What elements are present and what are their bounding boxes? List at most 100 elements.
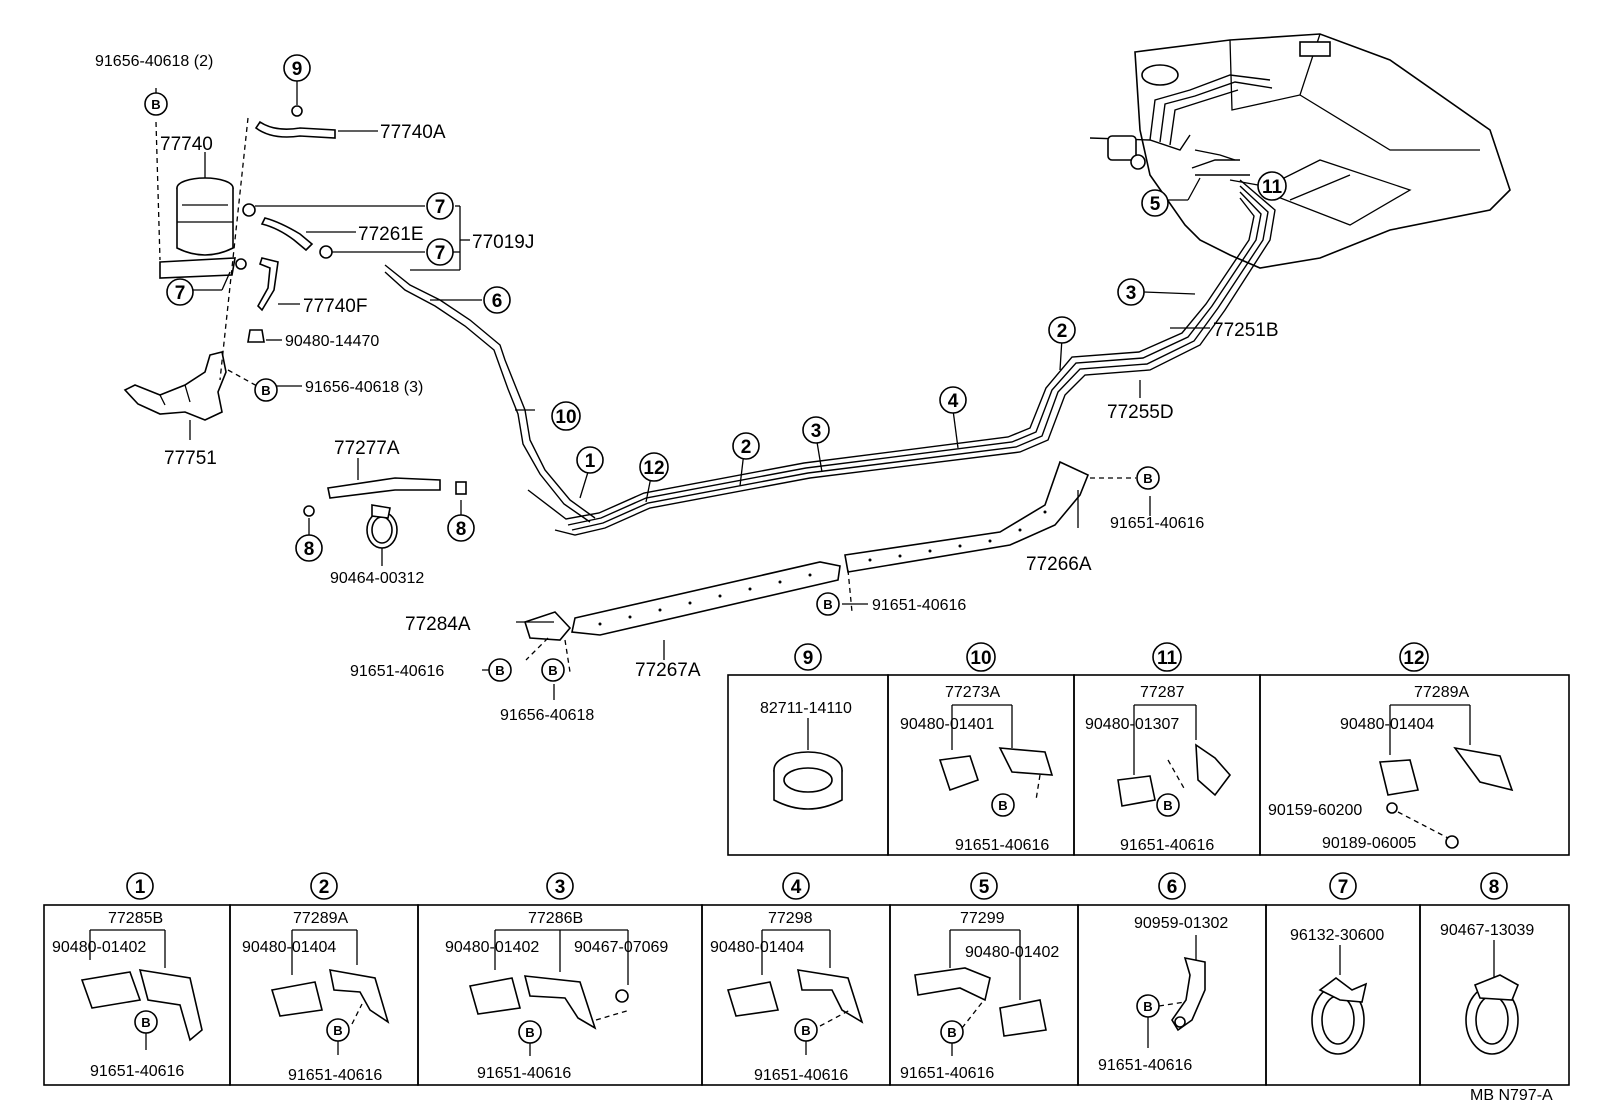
marker-b: B [1163, 798, 1172, 813]
box-12-label: 90189-06005 [1322, 835, 1416, 852]
box-11-title: 77287 [1140, 684, 1185, 701]
box-12-number: 12 [1403, 648, 1424, 669]
label-77261E: 77261E [358, 224, 424, 245]
label-77266A: 77266A [1026, 554, 1092, 575]
marker-7: 7 [435, 243, 446, 264]
box-12-label: 90480-01404 [1340, 716, 1434, 733]
box-3-title: 77286B [528, 910, 583, 927]
label-77740: 77740 [160, 134, 213, 155]
box-4-title: 77298 [768, 910, 813, 927]
marker-4: 4 [948, 391, 959, 412]
label-91656-40618: 91656-40618 [500, 707, 594, 724]
protector-rails [524, 460, 1090, 641]
callouts: B 9 7 7 7 6 B 10 1 12 2 3 4 2 3 5 11 B [144, 54, 1287, 682]
label-77019J: 77019J [472, 232, 534, 253]
box-6-label: 91651-40616 [1098, 1057, 1192, 1074]
label-77740F: 77740F [303, 296, 367, 317]
leader-lines [155, 80, 1259, 700]
box-12-title: 77289A [1414, 684, 1469, 701]
marker-1: 1 [585, 451, 596, 472]
label-77284A: 77284A [405, 614, 471, 635]
box-12-label: 90159-60200 [1268, 802, 1362, 819]
marker-b: B [548, 663, 557, 678]
marker-b: B [525, 1025, 534, 1040]
box-10-number: 10 [970, 648, 991, 669]
marker-5: 5 [1150, 194, 1161, 215]
label-77740A: 77740A [380, 122, 446, 143]
label-91651-40616: 91651-40616 [1110, 515, 1204, 532]
box-4-label: 91651-40616 [754, 1067, 848, 1084]
box-11-label: 91651-40616 [1120, 837, 1214, 854]
marker-6: 6 [492, 291, 503, 312]
box-11-number: 11 [1157, 648, 1178, 669]
marker-b: B [801, 1023, 810, 1038]
box-10-title: 77273A [945, 684, 1000, 701]
box-7-number: 7 [1338, 877, 1349, 898]
marker-12: 12 [643, 458, 664, 479]
box-3-label: 91651-40616 [477, 1065, 571, 1082]
breather-hose [303, 477, 467, 549]
figure-code: MB N797-A [1470, 1087, 1553, 1104]
box-10-label: 90480-01401 [900, 716, 994, 733]
box-6-label: 90959-01302 [1134, 915, 1228, 932]
box-1-label: 90480-01402 [52, 939, 146, 956]
box-6-number: 6 [1167, 877, 1178, 898]
label-91656-40618-3: 91656-40618 (3) [305, 379, 423, 396]
marker-11: 11 [1262, 177, 1283, 198]
box-11-label: 90480-01307 [1085, 716, 1179, 733]
box-8-number: 8 [1489, 877, 1500, 898]
box-4-number: 4 [791, 877, 802, 898]
box-10-label: 91651-40616 [955, 837, 1049, 854]
box-2-label: 91651-40616 [288, 1067, 382, 1084]
label-77267A: 77267A [635, 660, 701, 681]
label-77255D: 77255D [1107, 402, 1174, 423]
box-5-label: 90480-01402 [965, 944, 1059, 961]
detail-boxes-top: 9 82711-14110 10 77273A 90480-01401 B 91… [727, 642, 1570, 856]
box-2-label: 90480-01404 [242, 939, 336, 956]
fuel-tank [1089, 33, 1511, 269]
box-8-label: 90467-13039 [1440, 922, 1534, 939]
marker-7: 7 [435, 197, 446, 218]
label-91651-40616: 91651-40616 [350, 663, 444, 680]
marker-b: B [947, 1025, 956, 1040]
marker-b: B [1143, 471, 1152, 486]
filler-assembly [123, 105, 336, 421]
marker-8: 8 [304, 539, 315, 560]
label-77751: 77751 [164, 448, 217, 469]
marker-b: B [333, 1023, 342, 1038]
marker-b: B [141, 1015, 150, 1030]
box-1-label: 91651-40616 [90, 1063, 184, 1080]
marker-b: B [998, 798, 1007, 813]
label-77251B: 77251B [1213, 320, 1279, 341]
box-3-number: 3 [555, 877, 566, 898]
box-5-title: 77299 [960, 910, 1005, 927]
marker-2: 2 [741, 437, 752, 458]
marker-2: 2 [1057, 321, 1068, 342]
box-5-number: 5 [979, 877, 990, 898]
label-90464-00312: 90464-00312 [330, 570, 424, 587]
box-2-title: 77289A [293, 910, 348, 927]
label-90480-14470: 90480-14470 [285, 333, 379, 350]
box-2-number: 2 [319, 877, 330, 898]
rail-holes [598, 510, 1047, 626]
marker-10: 10 [555, 407, 576, 428]
box-5-label: 91651-40616 [900, 1065, 994, 1082]
box-1-title: 77285B [108, 910, 163, 927]
box-1-number: 1 [135, 877, 146, 898]
label-77277A: 77277A [334, 438, 400, 459]
label-91651-40616: 91651-40616 [872, 597, 966, 614]
box-7-label: 96132-30600 [1290, 927, 1384, 944]
marker-b: B [823, 597, 832, 612]
marker-8: 8 [456, 519, 467, 540]
box-9-label: 82711-14110 [760, 700, 852, 717]
part-labels: 91656-40618 (2) 77740 77740A 77261E 7701… [95, 53, 1553, 1104]
label-91656-40618-2: 91656-40618 (2) [95, 53, 213, 70]
marker-b: B [151, 97, 160, 112]
marker-7: 7 [175, 283, 186, 304]
box-3-label: 90480-01402 [445, 939, 539, 956]
box-3-label: 90467-07069 [574, 939, 668, 956]
box-4-label: 90480-01404 [710, 939, 804, 956]
marker-b: B [261, 383, 270, 398]
marker-3: 3 [811, 421, 822, 442]
